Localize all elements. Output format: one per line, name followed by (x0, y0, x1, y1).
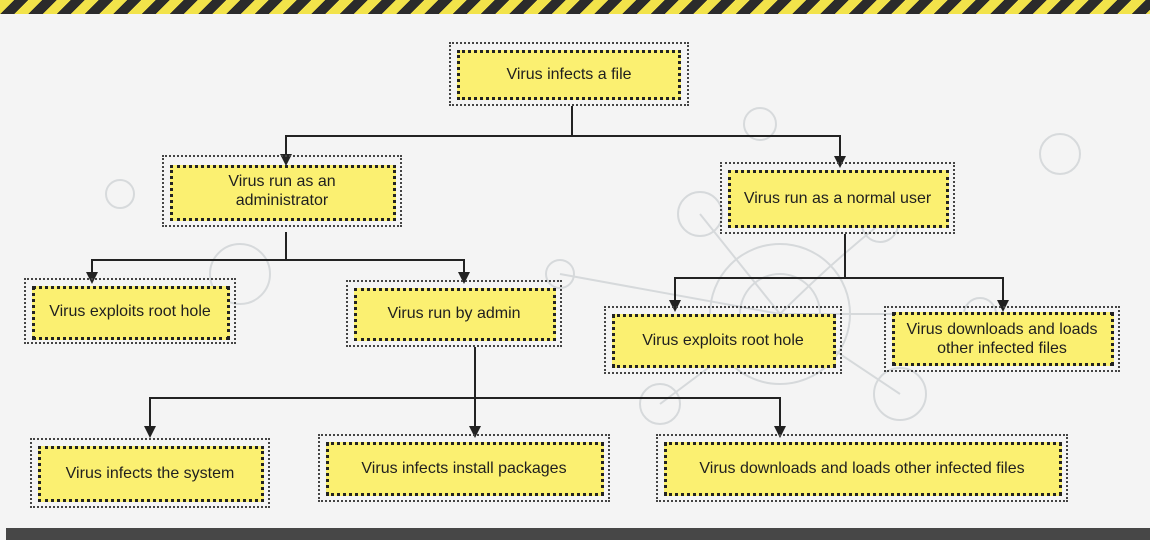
node-label: Virus run as an administrator (228, 173, 336, 209)
node-label: Virus downloads and loads other infected… (906, 321, 1098, 357)
edge-normal-to-children (669, 234, 1009, 312)
node-virus-infects-file: Virus infects a file (449, 42, 689, 106)
node-infects-install-packages: Virus infects install packages (318, 434, 610, 502)
node-label: Virus run as a normal user (743, 189, 932, 207)
edge-run-by-admin-to-children (144, 347, 786, 438)
edge-root-to-children (280, 106, 846, 168)
node-label: Virus exploits root hole (642, 331, 804, 349)
node-exploit-root-hole-admin: Virus exploits root hole (24, 278, 236, 344)
node-label: Virus run by admin (387, 305, 521, 322)
node-download-infected-files-admin: Virus downloads and loads other infected… (656, 434, 1068, 502)
node-run-by-admin: Virus run by admin (346, 280, 562, 347)
node-label: Virus infects install packages (361, 459, 567, 477)
footer-bar (6, 528, 1150, 540)
node-infects-system: Virus infects the system (30, 438, 270, 508)
node-run-as-administrator: Virus run as an administrator (162, 155, 402, 227)
node-download-infected-files-user: Virus downloads and loads other infected… (884, 306, 1120, 372)
node-label: Virus exploits root hole (49, 302, 211, 320)
hazard-stripe-header (0, 0, 1150, 14)
node-label: Virus infects the system (65, 464, 235, 482)
node-run-as-normal-user: Virus run as a normal user (720, 162, 955, 234)
node-label: Virus infects a file (506, 65, 632, 83)
node-label: Virus downloads and loads other infected… (699, 459, 1025, 477)
edge-admin-to-children (86, 232, 470, 284)
node-exploit-root-hole-user: Virus exploits root hole (604, 306, 842, 374)
